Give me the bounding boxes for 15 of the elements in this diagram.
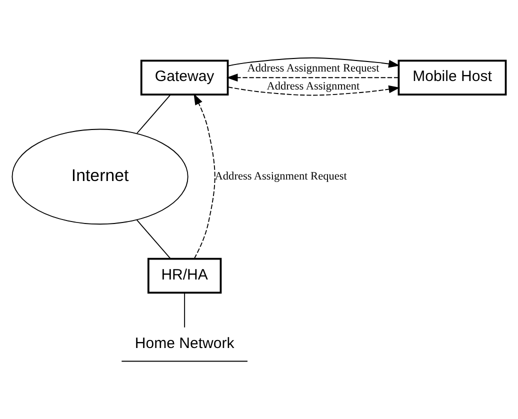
node-box: Gateway [140,60,229,96]
arrow [194,94,216,260]
arrow [228,57,400,68]
edge-label: Address Assignment Request [214,170,347,183]
arrow [226,74,400,82]
node-box: HR/HA [147,258,222,294]
edge-label: Address Assignment Request [247,62,380,75]
arrow [228,85,400,96]
connector [184,292,186,328]
connector [136,220,171,260]
node-box: Mobile Host [398,60,507,96]
node-text: Home Network [134,334,234,352]
edge-label: Address Assignment [266,80,360,92]
connector [136,94,172,134]
node-ellipse: Internet [12,128,188,225]
